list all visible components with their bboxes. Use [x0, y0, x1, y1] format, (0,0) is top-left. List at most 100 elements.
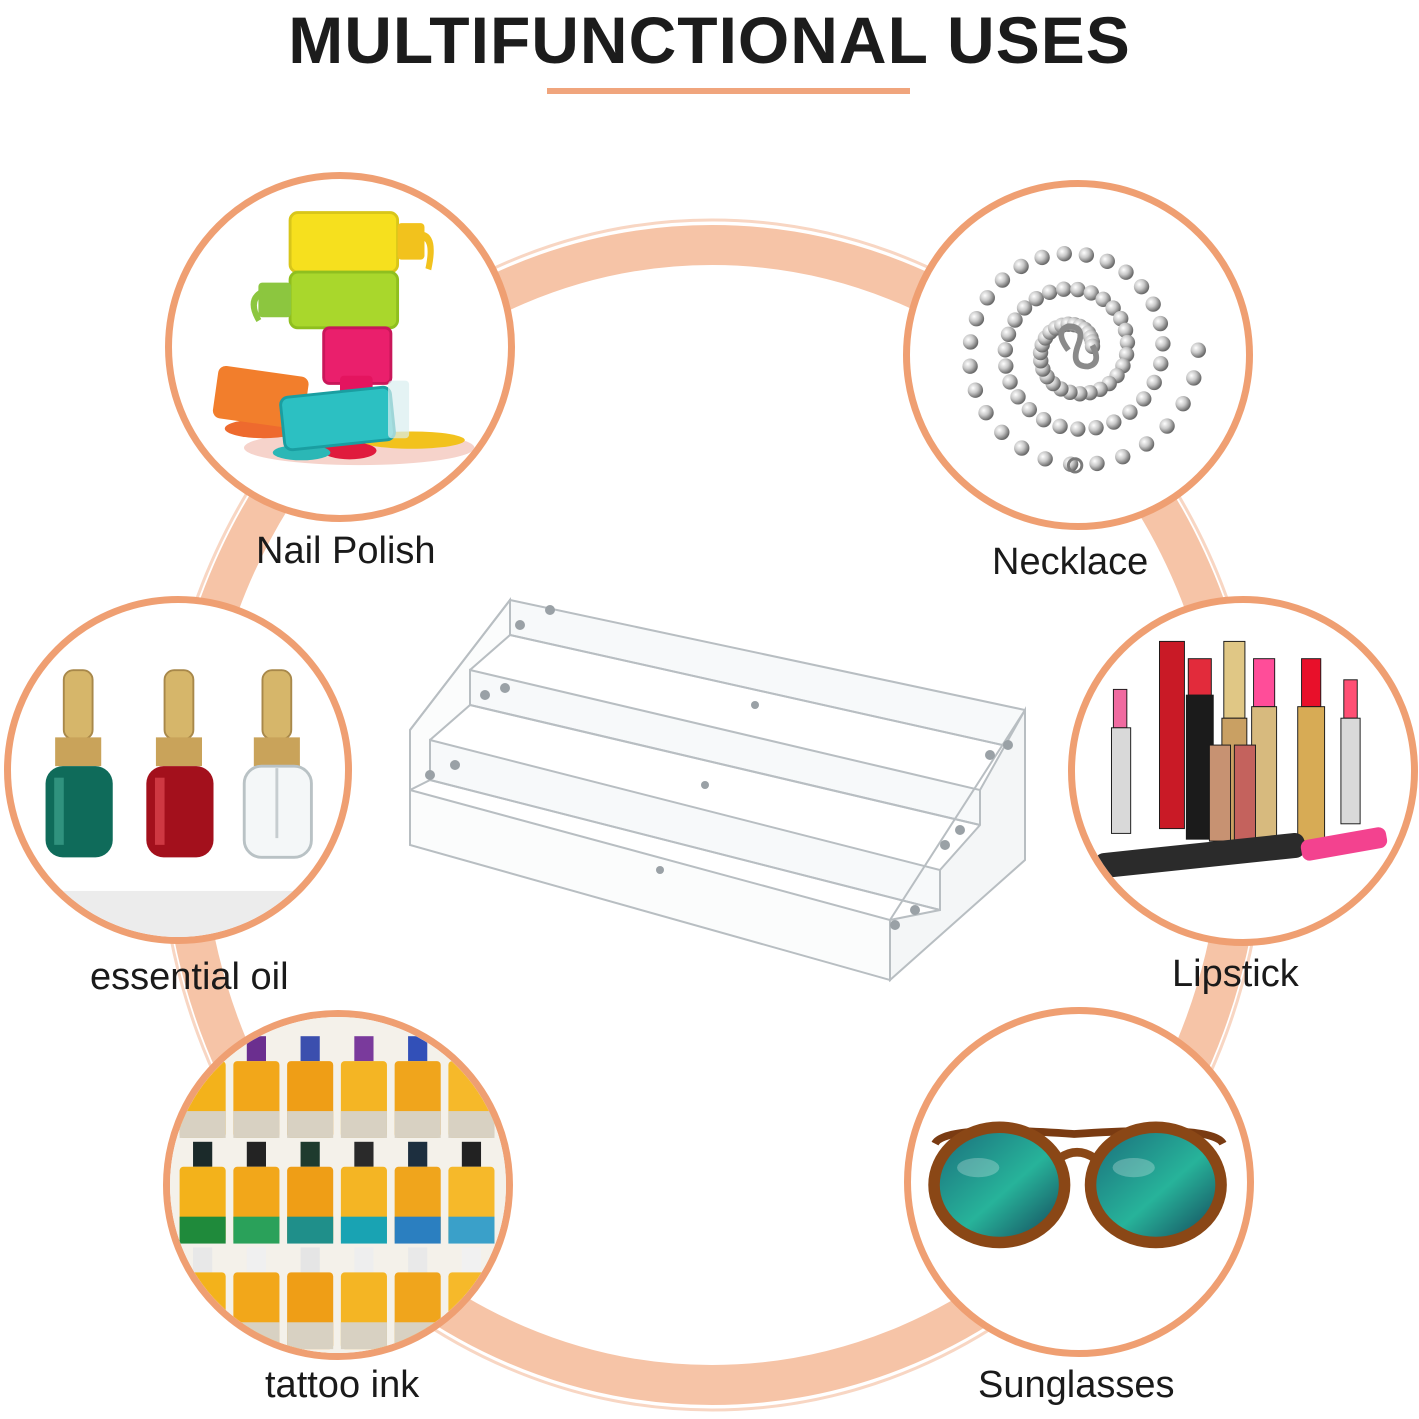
necklace-bead: [1152, 315, 1169, 332]
page-title: MULTIFUNCTIONAL USES: [288, 3, 1131, 77]
necklace-bead: [1159, 418, 1175, 434]
essential-oil-icon: [30, 669, 328, 937]
use-label-nail-polish: Nail Polish: [256, 530, 436, 572]
ink-bottle-color: [340, 1322, 387, 1350]
necklace-bead: [1115, 448, 1131, 465]
ink-bottle-color: [340, 1216, 387, 1244]
ink-bottle-color: [179, 1216, 226, 1244]
ink-bottle-color: [448, 1111, 495, 1138]
necklace-bead: [1133, 278, 1150, 295]
title-underline: [547, 88, 910, 94]
ink-bottle-color: [233, 1216, 280, 1244]
necklace-bead: [994, 424, 1010, 440]
necklace-bead: [962, 334, 979, 350]
necklace-bead: [1105, 300, 1121, 316]
lipstick-circle: [1068, 596, 1418, 946]
tattoo-ink-icon: [170, 1017, 506, 1353]
necklace-bead: [1070, 421, 1086, 437]
necklace-bead: [968, 311, 985, 327]
necklace-bead: [1002, 374, 1018, 390]
use-label-sunglasses: Sunglasses: [978, 1364, 1175, 1406]
ink-bottle-color: [394, 1111, 441, 1138]
ink-bottle-cap: [408, 1247, 428, 1273]
necklace-bead: [1010, 389, 1026, 405]
ink-bottle-cap: [246, 1036, 266, 1062]
ink-bottle-cap: [461, 1036, 482, 1062]
ink-bottle-color: [233, 1111, 280, 1138]
necklace-bead: [1145, 296, 1161, 312]
necklace-bead: [967, 382, 984, 398]
necklace-bead: [1000, 326, 1017, 342]
necklace-bead: [998, 358, 1014, 374]
ink-bottle-color: [233, 1322, 280, 1350]
ink-bottle-color: [287, 1111, 334, 1138]
necklace-bead: [1190, 342, 1206, 358]
necklace-bead: [1155, 336, 1171, 352]
necklace-bead: [1146, 374, 1162, 391]
necklace-bead: [1041, 284, 1058, 300]
nail-polish-circle: [165, 172, 515, 522]
necklace-icon: [962, 246, 1206, 474]
use-label-necklace: Necklace: [992, 541, 1149, 583]
essential-oil-circle: [4, 596, 352, 944]
ink-bottle-color: [179, 1111, 226, 1138]
necklace-bead: [1056, 281, 1072, 297]
necklace-bead: [1013, 258, 1029, 275]
ink-bottle-cap: [193, 1141, 213, 1167]
necklace-bead: [1175, 395, 1191, 412]
necklace-bead: [1070, 281, 1086, 298]
ink-bottle-color: [394, 1322, 441, 1350]
necklace-bead: [1078, 247, 1095, 263]
ink-bottle-cap: [300, 1247, 320, 1273]
ink-bottle-color: [448, 1216, 495, 1244]
sunglasses-icon: [928, 1121, 1227, 1249]
ink-bottle-cap: [193, 1036, 213, 1062]
necklace-bead: [1186, 370, 1202, 386]
ink-bottle-cap: [461, 1141, 482, 1167]
necklace-bead: [978, 405, 994, 421]
necklace-bead: [1037, 451, 1053, 467]
ink-bottle-cap: [354, 1247, 374, 1273]
necklace-bead: [1014, 440, 1030, 456]
use-label-lipstick: Lipstick: [1172, 953, 1299, 995]
necklace-bead: [1136, 391, 1152, 407]
necklace-bead: [1028, 290, 1044, 307]
necklace-bead: [1088, 419, 1104, 436]
ink-bottle-color: [340, 1111, 387, 1138]
acrylic-display-rack-icon: [409, 597, 1026, 983]
necklace-bead: [997, 342, 1014, 358]
necklace-bead: [1062, 456, 1079, 472]
ink-bottle-color: [179, 1322, 226, 1350]
ink-bottle-cap: [354, 1036, 374, 1062]
ink-bottle-color: [394, 1216, 441, 1244]
necklace-bead: [1122, 404, 1138, 420]
sunglasses-circle: [904, 1007, 1254, 1357]
ink-bottle-cap: [246, 1141, 266, 1167]
ink-bottle-cap: [408, 1036, 428, 1062]
necklace-bead: [1095, 291, 1111, 307]
necklace-bead: [1118, 264, 1134, 280]
necklace-bead: [1007, 312, 1023, 328]
necklace-bead: [1021, 401, 1038, 418]
necklace-bead: [1153, 356, 1169, 372]
necklace-bead: [1099, 253, 1115, 269]
ink-bottle-cap: [300, 1036, 320, 1062]
necklace-bead: [979, 290, 995, 306]
necklace-bead: [1138, 436, 1155, 452]
ink-bottle-cap: [408, 1141, 428, 1167]
ink-bottle-color: [287, 1322, 334, 1350]
tattoo-ink-circle: [163, 1010, 513, 1360]
necklace-bead: [962, 358, 978, 374]
use-label-essential-oil: essential oil: [90, 956, 289, 998]
necklace-bead: [1117, 322, 1134, 339]
ink-bottle-cap: [193, 1247, 213, 1273]
ink-bottle-cap: [300, 1141, 320, 1167]
necklace-bead: [1052, 418, 1068, 435]
necklace-bead: [1083, 285, 1099, 301]
necklace-circle: [903, 180, 1253, 530]
ink-bottle-cap: [354, 1141, 374, 1167]
necklace-bead: [1089, 455, 1105, 472]
ink-bottle-color: [448, 1322, 495, 1350]
necklace-bead: [1034, 249, 1050, 266]
necklace-bead: [994, 272, 1011, 288]
